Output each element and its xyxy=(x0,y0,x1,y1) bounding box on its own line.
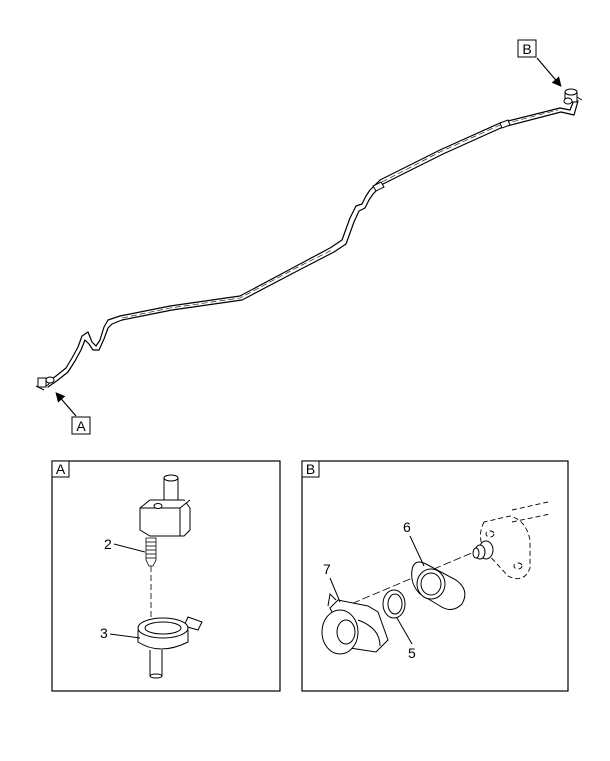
callout-a: A xyxy=(55,392,91,435)
part-number-7: 7 xyxy=(323,561,331,577)
end-fitting-a xyxy=(35,376,55,391)
part-number-5: 5 xyxy=(408,645,416,661)
fitting-port xyxy=(472,540,494,560)
bracket-clip-3 xyxy=(137,616,203,679)
callout-b: B xyxy=(517,39,562,87)
callout-b-label: B xyxy=(522,41,531,57)
part-number-3: 3 xyxy=(100,625,108,641)
part-number-2: 2 xyxy=(104,536,112,552)
tube-bracket xyxy=(139,474,191,537)
detail-panel-a: A 2 xyxy=(51,460,281,692)
gasket-6 xyxy=(411,561,466,610)
mounting-bracket-phantom xyxy=(480,501,551,580)
detail-panel-b: B 6 5 xyxy=(301,460,569,692)
part-number-6: 6 xyxy=(403,519,411,535)
panel-b-tag: B xyxy=(306,461,315,477)
callout-a-label: A xyxy=(76,418,86,434)
tube-sleeve xyxy=(372,119,511,192)
grommet-7 xyxy=(321,592,389,655)
bolt-2 xyxy=(145,537,157,567)
brake-tube-assembly xyxy=(45,99,579,388)
washer-5 xyxy=(382,589,406,619)
end-fitting-b xyxy=(563,88,583,105)
panel-a-tag: A xyxy=(56,461,66,477)
